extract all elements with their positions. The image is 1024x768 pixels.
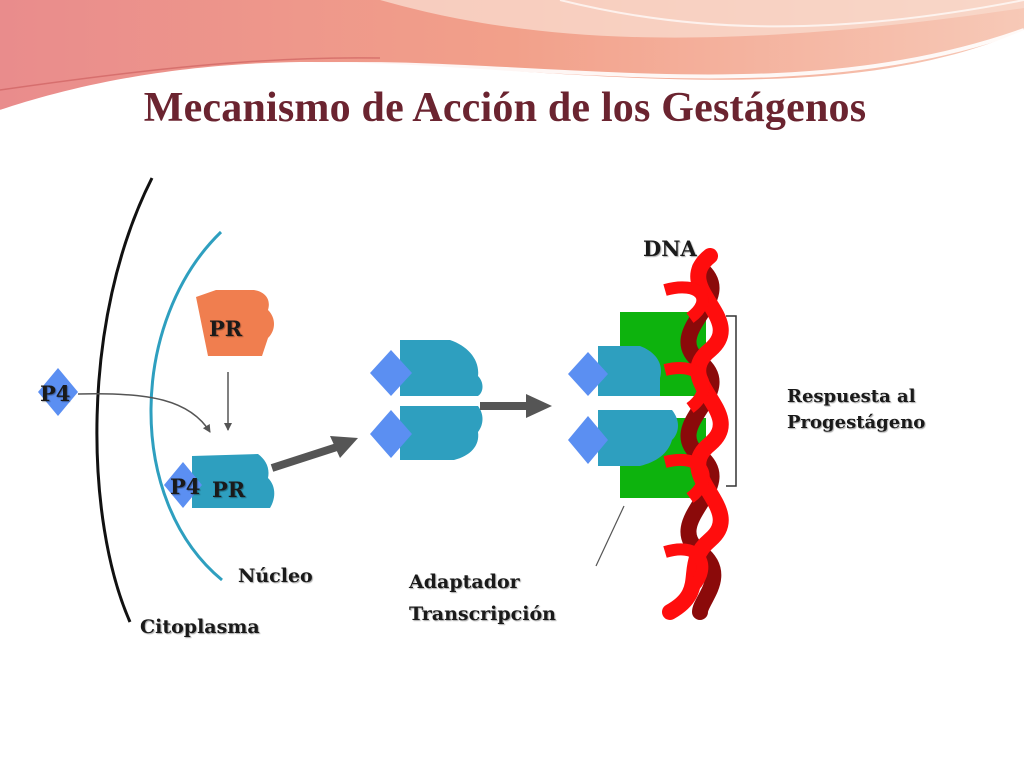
- response-label-line1: Respuesta al: [787, 386, 916, 407]
- receptor-dimer-dna: [568, 346, 678, 466]
- adaptor-label-line1: Adaptador: [409, 571, 520, 593]
- dna-helix: [662, 248, 729, 620]
- cell-membrane: [95, 177, 154, 623]
- hormone-p4-bound: [164, 462, 202, 508]
- arrow-to-dna: [480, 394, 552, 418]
- arrow-to-dimer: [270, 436, 358, 472]
- receptor-pr-bound: [192, 454, 275, 508]
- receptor-pr-free: [196, 290, 274, 356]
- p4-bound-label: P4: [170, 474, 201, 499]
- dna-label: DNA: [643, 236, 697, 261]
- nuclear-membrane: [149, 230, 223, 582]
- hormone-p4-outside: [38, 368, 78, 416]
- slide-title: Mecanismo de Acción de los Gestágenos: [143, 85, 867, 131]
- p4-outside-label: P4: [40, 381, 71, 406]
- arrow-p4-entry: [77, 392, 211, 433]
- pr-free-label: PR: [209, 316, 243, 341]
- receptor-dimer: [370, 340, 483, 460]
- response-bracket: [726, 315, 737, 487]
- response-label-line2: Progestágeno: [787, 412, 926, 433]
- adaptor-label-line2: Transcripción: [409, 603, 556, 625]
- nucleus-label: Núcleo: [238, 565, 313, 587]
- pr-bound-label: PR: [212, 477, 246, 502]
- header-swoosh: [0, 0, 1024, 114]
- adaptor-pointer: [595, 505, 625, 567]
- cytoplasm-label: Citoplasma: [140, 616, 260, 638]
